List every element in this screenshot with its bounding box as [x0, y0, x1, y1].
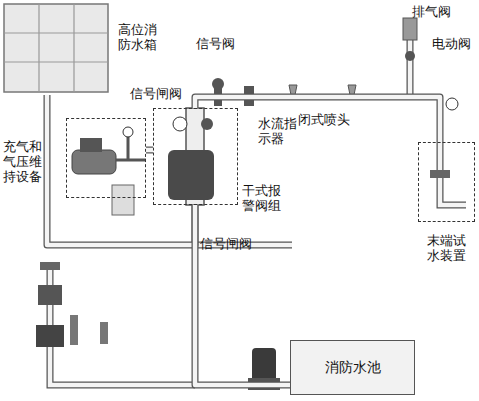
node-label: 干式报警阀组: [242, 183, 286, 213]
pipe-outline: [47, 95, 195, 245]
part-label: 排气阀: [412, 4, 462, 19]
valve-symbol: [36, 325, 64, 347]
part-label: 闭式喷头: [298, 112, 358, 127]
node-label: 充气和气压维持设备: [3, 139, 45, 184]
test-device-group: 末端试水装置: [418, 142, 475, 222]
alarm-valve-body: [168, 150, 214, 200]
part-label: 水流指示器: [258, 116, 298, 146]
exhaust-valve-symbol: [403, 18, 417, 40]
pipe-fill: [50, 30, 410, 385]
air-compressor-tank: [72, 150, 116, 174]
alarm-valve-group: 干式报警阀组: [153, 108, 238, 205]
part-label: 信号闸阀: [130, 86, 190, 101]
air-pipe: [116, 135, 146, 160]
tee-fitting: [40, 262, 60, 270]
pipe-connector: [47, 95, 195, 245]
motor-valve-symbol: [405, 51, 415, 61]
pipe-outline: [195, 97, 440, 142]
part-label: 信号闸阀: [200, 236, 260, 251]
node-label: 末端试水装置: [427, 233, 475, 263]
pipe-fill: [195, 97, 440, 142]
pipe-connector: [195, 97, 440, 142]
node-label: 消防水池: [291, 360, 414, 375]
pipe-fill: [195, 205, 290, 385]
valve-symbol: [38, 285, 62, 305]
pipe-fill: [146, 148, 153, 153]
compressor-group: 充气和气压维持设备: [66, 118, 146, 198]
pressure-gauge: [446, 98, 458, 110]
water-tank: 高位消防水箱: [2, 2, 110, 95]
node-label: 高位消防水箱: [118, 22, 162, 52]
part-label: 信号阀: [196, 36, 246, 51]
pressure-gauge: [123, 127, 133, 137]
pipe-outline: [50, 30, 410, 385]
valve-handwheel: [201, 118, 213, 130]
pipe-connector: [195, 205, 290, 385]
tank-body: [4, 4, 108, 92]
tank-panels: [4, 4, 108, 92]
pipe-outline: [146, 147, 153, 154]
part-label: 电动阀: [432, 36, 478, 51]
test-valve-symbol: [430, 170, 450, 178]
valve-stem: [70, 315, 78, 345]
pipe-outline: [195, 205, 290, 385]
pressure-gauge: [173, 117, 187, 131]
fire-pool: 消防水池: [290, 340, 415, 395]
pump-body: [248, 378, 280, 390]
signal-valve-symbol: [214, 88, 222, 106]
pump-motor: [252, 348, 276, 382]
sprinkler-head: [289, 85, 356, 95]
air-compressor-motor: [80, 138, 102, 152]
pipe-fill: [47, 95, 195, 245]
flow-indicator-symbol: [244, 86, 254, 106]
control-panel: [112, 185, 134, 215]
valve-stem: [100, 322, 108, 344]
pipe-connector: [146, 150, 153, 151]
